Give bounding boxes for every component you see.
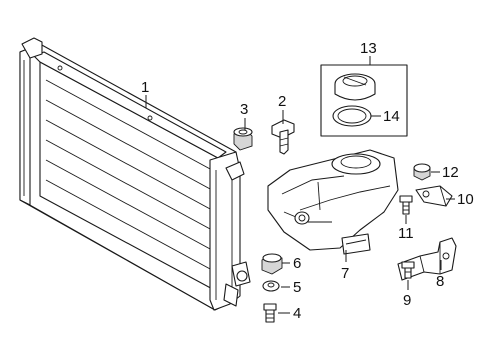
cap-inset: [320, 64, 408, 137]
callout-8: 8: [436, 273, 444, 290]
grommet-nut: [261, 253, 283, 275]
callout-7: 7: [341, 265, 349, 282]
radiator-core-fins: [45, 79, 213, 271]
callout-1: 1: [141, 79, 149, 96]
rubber-mount: [233, 127, 253, 151]
mounting-bolt: [271, 119, 295, 155]
radiator: [19, 37, 251, 311]
callout-3: 3: [240, 101, 248, 118]
expansion-tank: [267, 149, 399, 255]
callout-9: 9: [403, 292, 411, 309]
lower-bolt: [401, 261, 415, 279]
callouts: 1 2 3 4 5 6 7 8 9 10 11 12 13 14: [141, 40, 474, 322]
washer: [262, 280, 280, 292]
callout-13: 13: [360, 40, 377, 57]
callout-11: 11: [398, 225, 414, 242]
callout-5: 5: [293, 279, 301, 296]
bracket-bolt: [399, 195, 413, 215]
callout-6: 6: [293, 255, 301, 272]
leader-lines: [145, 56, 455, 314]
callout-12: 12: [442, 164, 459, 181]
callout-14: 14: [383, 108, 400, 125]
callout-10: 10: [457, 191, 474, 208]
callout-4: 4: [293, 305, 301, 322]
small-bolt: [263, 303, 277, 323]
small-bracket: [415, 185, 453, 207]
callout-2: 2: [278, 93, 286, 110]
hex-nut: [413, 163, 431, 181]
